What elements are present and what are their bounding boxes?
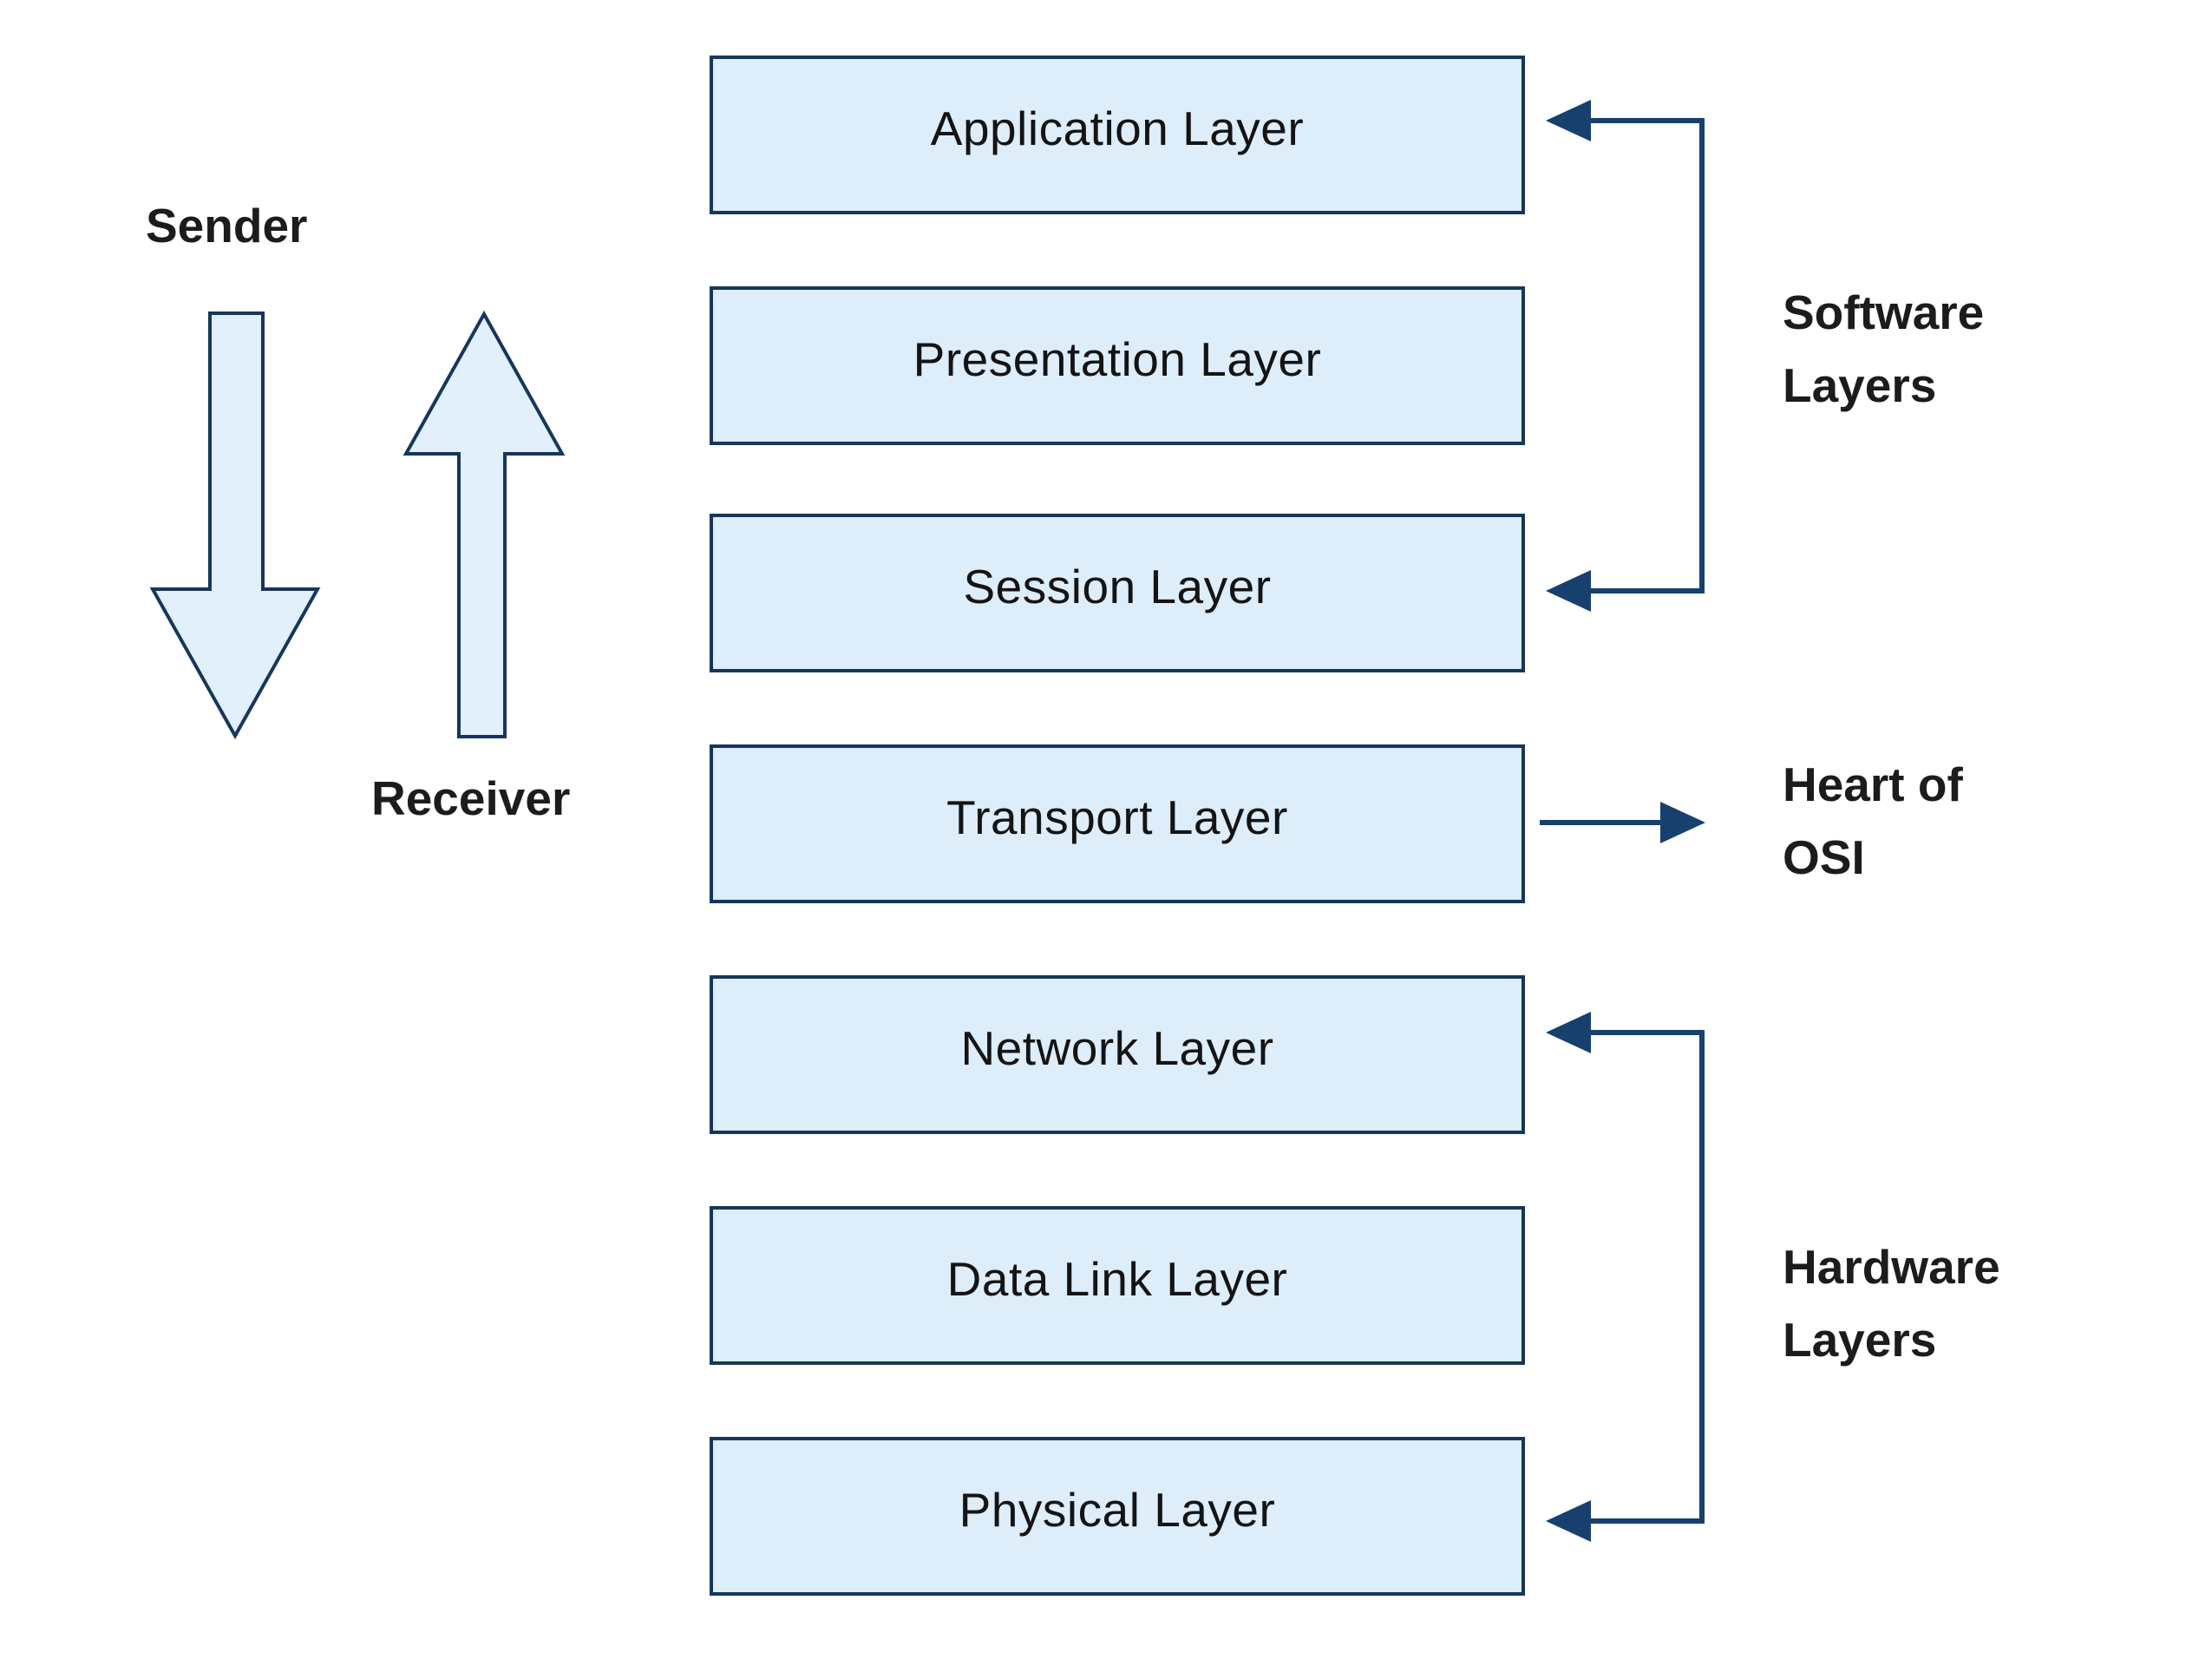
network-layer-box: Network Layer xyxy=(710,975,1525,1134)
transport-layer-label: Transport Layer xyxy=(946,790,1288,844)
software-layers-line1: Software xyxy=(1783,285,1985,339)
software-bracket-bottom-left-arrowhead-icon xyxy=(1546,570,1591,612)
software-layers-label: Software Layers xyxy=(1783,276,1984,422)
session-layer-label: Session Layer xyxy=(963,559,1272,613)
heart-of-osi-line1: Heart of xyxy=(1783,757,1963,811)
hardware-bracket-bottom-left-arrowhead-icon xyxy=(1546,1500,1591,1542)
session-layer-box: Session Layer xyxy=(710,514,1525,672)
data-link-layer-label: Data Link Layer xyxy=(946,1251,1288,1306)
sender-down-arrow-icon xyxy=(149,311,321,740)
software-layers-line2: Layers xyxy=(1783,358,1937,412)
presentation-layer-box: Presentation Layer xyxy=(710,286,1525,445)
hardware-bracket-top-left-arrowhead-icon xyxy=(1546,1012,1591,1053)
heart-of-osi-right-arrowhead-icon xyxy=(1660,802,1705,843)
application-layer-box: Application Layer xyxy=(710,56,1525,214)
data-link-layer-box: Data Link Layer xyxy=(710,1206,1525,1365)
hardware-layers-line1: Hardware xyxy=(1783,1240,2000,1294)
application-layer-label: Application Layer xyxy=(930,101,1305,155)
heart-of-osi-label: Heart of OSI xyxy=(1783,748,1963,894)
software-layers-bracket xyxy=(1579,118,1705,593)
network-layer-label: Network Layer xyxy=(960,1020,1274,1075)
transport-layer-box: Transport Layer xyxy=(710,744,1525,903)
presentation-layer-label: Presentation Layer xyxy=(913,331,1322,386)
sender-label: Sender xyxy=(146,199,308,252)
physical-layer-box: Physical Layer xyxy=(710,1437,1525,1596)
receiver-label: Receiver xyxy=(371,771,571,825)
physical-layer-label: Physical Layer xyxy=(959,1482,1276,1537)
software-bracket-top-left-arrowhead-icon xyxy=(1546,100,1591,141)
hardware-layers-label: Hardware Layers xyxy=(1783,1230,2000,1376)
hardware-layers-line2: Layers xyxy=(1783,1313,1937,1367)
receiver-up-arrow-icon xyxy=(402,310,566,738)
hardware-layers-bracket xyxy=(1579,1030,1705,1524)
heart-of-osi-line2: OSI xyxy=(1783,830,1865,884)
